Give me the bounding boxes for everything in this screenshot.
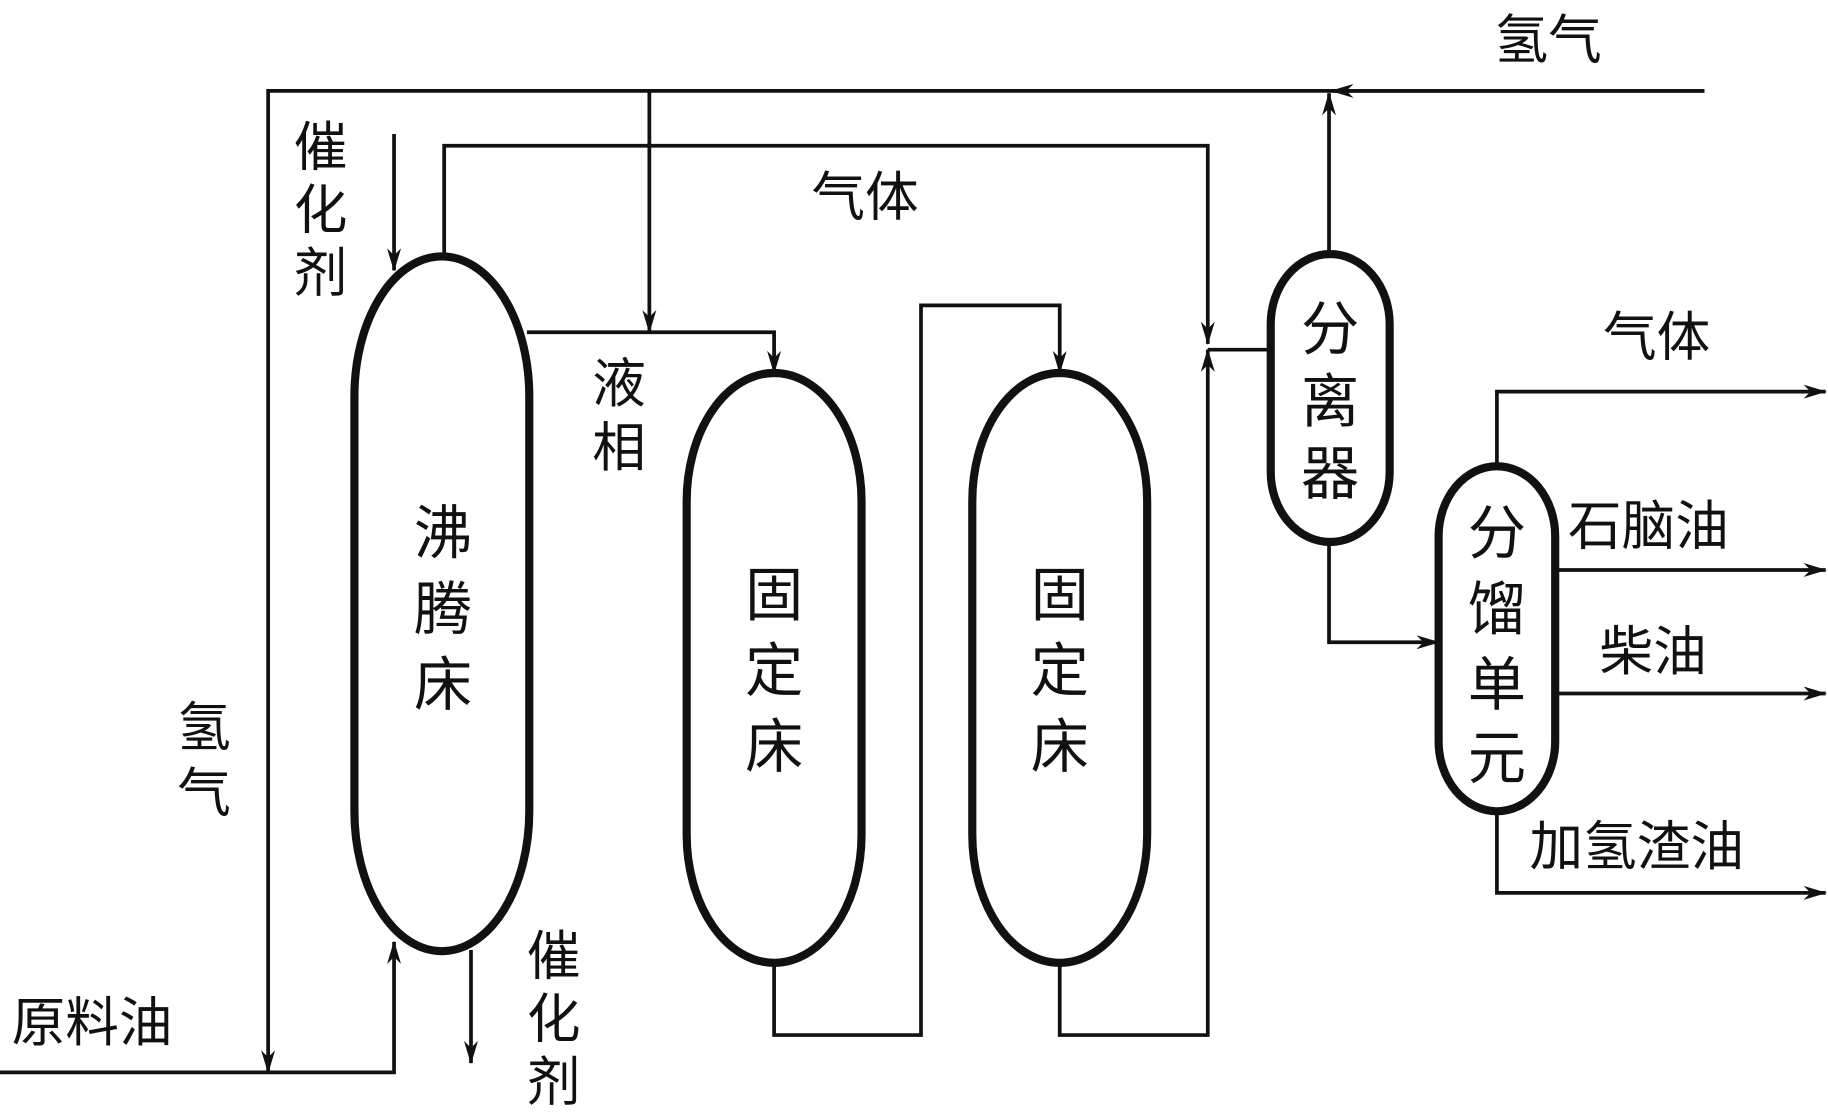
fixed-bed-1-label-3: 床 — [745, 713, 803, 781]
catalyst-out-label-3: 剂 — [527, 1050, 581, 1112]
fixed-bed-1-vessel — [682, 368, 866, 967]
fractionation-label-2: 馏 — [1468, 575, 1526, 643]
fixed-bed-2-label-2: 定 — [1031, 637, 1089, 705]
separator-vessel — [1266, 250, 1394, 547]
separator-liquid-line — [1327, 542, 1440, 650]
fixed-bed-2-label-1: 固 — [1031, 561, 1089, 629]
ebullated-bed-label-2: 腾 — [414, 575, 472, 643]
fractionation-label-1: 分 — [1468, 500, 1526, 568]
fixed-bed-2-vessel — [968, 368, 1152, 967]
fractionation-label-3: 单 — [1468, 651, 1526, 719]
gas-product-label: 气体 — [1603, 306, 1710, 369]
liquid-phase-label-2: 相 — [592, 416, 646, 479]
separator-label-3: 器 — [1301, 440, 1359, 508]
hydrogen-left-label-1: 氢 — [177, 696, 231, 759]
hydrogen-header-line — [261, 89, 1705, 1074]
liquid-phase-line — [526, 330, 782, 375]
diesel-label: 柴油 — [1600, 620, 1707, 683]
feed-oil-label: 原料油 — [12, 991, 173, 1054]
catalyst-out-label-1: 催 — [527, 924, 581, 987]
hydro-residue-label: 加氢渣油 — [1530, 815, 1744, 878]
catalyst-in-label-1: 催 — [294, 116, 348, 179]
catalyst-out-label-2: 化 — [527, 987, 581, 1050]
gas-recycle-line — [442, 143, 1215, 346]
fixed-bed-transfer-line — [772, 303, 1067, 1037]
fractionation-unit-vessel — [1434, 462, 1560, 816]
separator-label-1: 分 — [1301, 296, 1359, 364]
catalyst-in-label-3: 剂 — [294, 241, 348, 304]
fixed-bed-1-label-2: 定 — [745, 637, 803, 705]
hydrogen-top-label: 氢气 — [1495, 8, 1602, 71]
separator-label-2: 离 — [1301, 368, 1359, 436]
gas-product-line — [1495, 384, 1827, 467]
gas-recycle-label: 气体 — [811, 166, 918, 229]
ebullated-bed-label-1: 沸 — [414, 500, 472, 568]
fixed-bed-outlet-line — [1057, 348, 1215, 1037]
fixed-bed-1-label-1: 固 — [745, 561, 803, 629]
ebullated-bed-label-3: 床 — [414, 651, 472, 719]
liquid-phase-label-1: 液 — [592, 352, 646, 415]
catalyst-in-label-2: 化 — [294, 178, 348, 241]
naphtha-label: 石脑油 — [1568, 494, 1729, 557]
ebullated-bed-vessel — [350, 252, 534, 956]
residue-line — [1495, 811, 1827, 900]
fixed-bed-2-label-3: 床 — [1031, 713, 1089, 781]
fractionation-label-4: 元 — [1468, 725, 1526, 793]
hydrogen-left-label-2: 气 — [177, 761, 231, 824]
feed-oil-line — [0, 940, 402, 1075]
